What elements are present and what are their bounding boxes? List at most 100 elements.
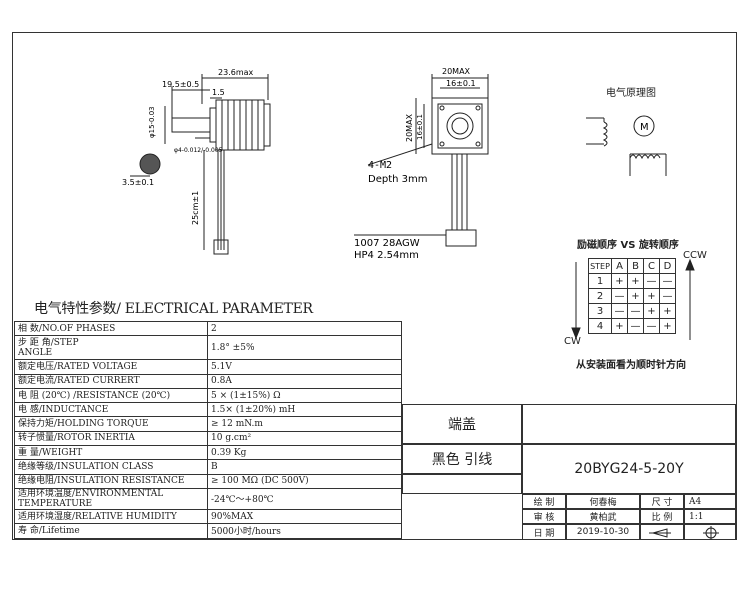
seq-cell: +	[643, 288, 660, 304]
electrical-label: 步 距 角/STEP ANGLE	[14, 335, 208, 361]
date-value: 2019-10-30	[566, 524, 640, 540]
seq-head-a: A	[611, 258, 628, 274]
electrical-value: 2	[207, 320, 402, 337]
dim-flat: 3.5±0.1	[122, 178, 154, 187]
dim-shaft: 19.5±0.5	[162, 80, 199, 89]
seq-head-step: STEP	[588, 258, 612, 274]
sequence-table: STEP A B C D 1 + + — — 2 — + + — 3 — — +…	[588, 258, 676, 334]
electrical-label: 转子惯量/ROTOR INERTIA	[14, 430, 208, 447]
schematic-title: 电气原理图	[606, 88, 656, 99]
electrical-value: B	[207, 459, 402, 475]
seq-cell: +	[611, 273, 628, 289]
drawing-frame	[12, 32, 737, 540]
seq-cell: 2	[588, 288, 612, 304]
electrical-label: 额定电流/RATED CURRERT	[14, 373, 208, 389]
sequence-row: 2 — + + —	[588, 288, 676, 304]
projection-symbol-cell	[640, 524, 684, 540]
electrical-label: 适用环境温度/ENVIRONMENTAL TEMPERATURE	[14, 487, 208, 510]
electrical-value: 1.8° ±5%	[207, 335, 402, 361]
hole-spec: 4-M2	[368, 160, 392, 171]
seq-cell: 1	[588, 273, 612, 289]
seq-cell: +	[627, 288, 644, 304]
dim-boss: φ4-0.012/-0.005	[174, 147, 223, 154]
side-view-drawing: 23.6max 19.5±0.5 1.5 φ15-0.03 φ4-0.012/-…	[122, 68, 271, 255]
front-view-drawing: 20MAX 16±0.1 20MAX 16±0.1 4-M2 Depth 3mm…	[354, 67, 489, 261]
size-label: 尺 寸	[640, 494, 684, 509]
electrical-row: 绝缘电阻/INSULATION RESISTANCE≥ 100 MΩ (DC 5…	[14, 473, 402, 489]
electrical-value: -24℃～+80℃	[207, 487, 402, 510]
front-dim-height-inner: 16±0.1	[416, 114, 424, 140]
electrical-label: 寿 命/Lifetime	[14, 523, 208, 539]
electrical-label: 额定电压/RATED VOLTAGE	[14, 359, 208, 375]
crosshair-circle-icon	[703, 526, 719, 540]
seq-cell: —	[659, 273, 676, 289]
scale-value: 1:1	[684, 509, 736, 524]
seq-head-d: D	[659, 258, 676, 274]
seq-cell: —	[627, 318, 644, 334]
electrical-row: 电 阻 (20℃) /RESISTANCE (20℃)5 × (1±15%) Ω	[14, 387, 402, 404]
electrical-value: 5.1V	[207, 359, 402, 375]
seq-head-c: C	[643, 258, 660, 274]
seq-head-b: B	[627, 258, 644, 274]
sequence-row: 1 + + — —	[588, 273, 676, 289]
electrical-label: 保持力矩/HOLDING TORQUE	[14, 416, 208, 432]
seq-cell: —	[643, 318, 660, 334]
seq-cell: +	[659, 303, 676, 319]
draw-name: 何春梅	[566, 494, 640, 509]
seq-cell: +	[643, 303, 660, 319]
sequence-row: 4 + — — +	[588, 318, 676, 334]
seq-cell: +	[611, 318, 628, 334]
cw-label: CW	[564, 336, 581, 347]
electrical-label: 绝缘等级/INSULATION CLASS	[14, 459, 208, 475]
blank-top-right	[522, 404, 736, 444]
projection-circle-cell	[684, 524, 736, 540]
electrical-value: 5 × (1±15%) Ω	[207, 387, 402, 404]
part2-text: 黑色 引线	[431, 452, 493, 468]
seq-cell: —	[643, 273, 660, 289]
part1-cell: 端盖	[402, 404, 522, 444]
seq-cell: —	[627, 303, 644, 319]
dim-flange: 1.5	[212, 88, 225, 97]
electrical-label: 相 数/NO.OF PHASES	[14, 320, 208, 337]
motor-symbol: M	[640, 122, 649, 133]
date-label: 日 期	[522, 524, 566, 540]
electrical-value: 0.39 Kg	[207, 445, 402, 461]
seq-cell: —	[611, 288, 628, 304]
part1-text: 端盖	[448, 417, 476, 433]
electrical-label: 绝缘电阻/INSULATION RESISTANCE	[14, 473, 208, 489]
blank-cell	[402, 474, 522, 494]
projection-icon	[649, 528, 671, 538]
front-dim-height: 20MAX	[405, 113, 414, 142]
sequence-title: 励磁顺序 VS 旋转顺序	[577, 240, 679, 251]
front-dim-inner: 16±0.1	[446, 79, 476, 88]
electrical-row: 适用环境温度/ENVIRONMENTAL TEMPERATURE-24℃～+80…	[14, 487, 402, 510]
electrical-label: 重 量/WEIGHT	[14, 445, 208, 461]
electrical-value: 10 g.cm²	[207, 430, 402, 447]
model-cell: 20BYG24-5-20Y	[522, 444, 736, 494]
dim-lead: 25cm±1	[191, 191, 200, 225]
seq-cell: +	[659, 318, 676, 334]
size-value: A4	[684, 494, 736, 509]
model-text: 20BYG24-5-20Y	[574, 461, 684, 477]
sequence-note: 从安装面看为顺时针方向	[576, 360, 686, 371]
front-dim-width: 20MAX	[442, 67, 471, 76]
connector-spec: HP4 2.54mm	[354, 250, 419, 261]
electrical-title: 电气特性参数/ ELECTRICAL PARAMETER	[34, 301, 313, 317]
scale-label: 比 例	[640, 509, 684, 524]
electrical-value: 1.5× (1±20%) mH	[207, 402, 402, 418]
check-label: 审 核	[522, 509, 566, 524]
check-name: 黄柏武	[566, 509, 640, 524]
ccw-label: CCW	[683, 250, 707, 261]
electrical-label: 电 感/INDUCTANCE	[14, 402, 208, 418]
electrical-value: 0.8A	[207, 373, 402, 389]
seq-cell: +	[627, 273, 644, 289]
